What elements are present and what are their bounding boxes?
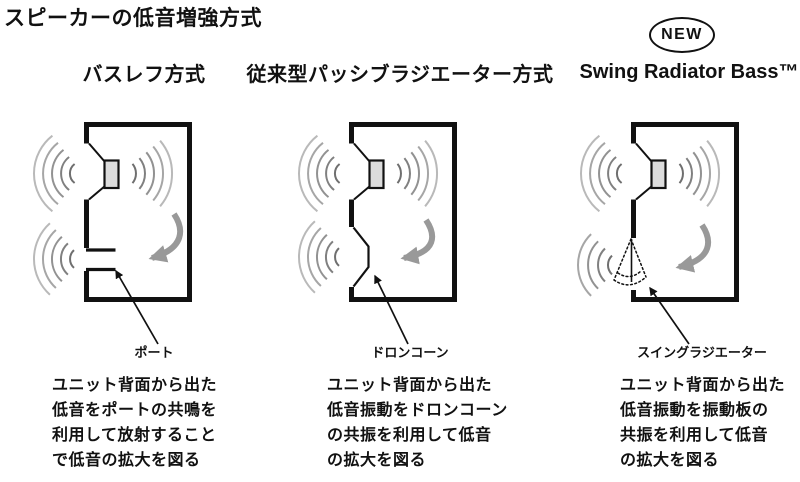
- sound-waves: [297, 134, 439, 294]
- description-passive-radiator: ユニット背面から出た 低音振動をドロンコーン の共振を利用して低音 の拡大を図る: [327, 377, 508, 469]
- bass-reflex-port: [86, 248, 116, 272]
- part-label-port: ポート: [134, 345, 174, 360]
- new-badge: NEW: [649, 17, 715, 53]
- speaker-driver: [635, 142, 667, 201]
- bass-reflex-diagram: [32, 122, 192, 345]
- airflow-arrow: [400, 218, 436, 265]
- passive-radiator-diagram: [297, 122, 457, 345]
- speaker-enclosure: [349, 122, 457, 302]
- new-badge-label: NEW: [661, 26, 703, 43]
- pointer-arrow: [649, 286, 690, 345]
- airflow-arrow: [675, 223, 712, 273]
- pointer-arrow: [115, 269, 159, 345]
- speaker-enclosure: [84, 122, 192, 302]
- page-title: スピーカーの低音増強方式: [4, 7, 262, 30]
- heading-passive-radiator: 従来型パッシブラジエーター方式: [246, 64, 554, 86]
- pointer-arrow: [374, 274, 409, 345]
- sound-waves: [577, 134, 721, 297]
- heading-bass-reflex: バスレフ方式: [82, 64, 206, 86]
- description-bass-reflex: ユニット背面から出た 低音をポートの共鳴を 利用して放射すること で低音の拡大を…: [52, 377, 218, 469]
- drone-cone: [352, 226, 370, 288]
- speaker-driver: [88, 142, 120, 201]
- part-label-swing-radiator: スイングラジエーター: [637, 345, 767, 360]
- swing-radiator-diagram: [577, 122, 739, 345]
- swing-radiator-plate: [613, 238, 647, 286]
- speaker-driver: [353, 142, 385, 201]
- part-label-drone-cone: ドロンコーン: [371, 345, 449, 360]
- description-swing-radiator: ユニット背面から出た 低音振動を振動板の 共振を利用して低音 の拡大を図る: [620, 377, 786, 469]
- airflow-arrow: [148, 212, 184, 263]
- sound-waves: [32, 134, 174, 296]
- heading-swing-radiator-bass: Swing Radiator Bass™: [579, 61, 799, 83]
- speaker-enclosure: [631, 122, 739, 302]
